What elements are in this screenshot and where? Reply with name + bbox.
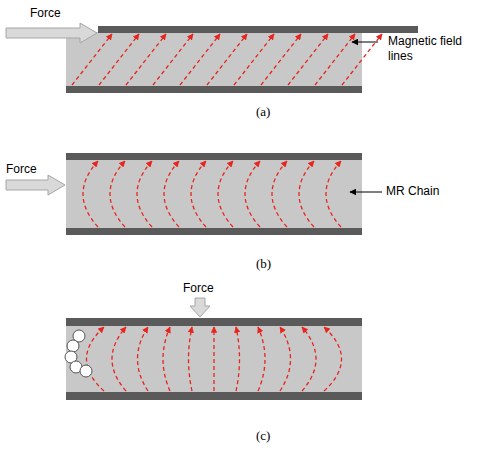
field-line bbox=[213, 327, 214, 391]
label-holder: Magnetic field lines bbox=[388, 34, 466, 64]
field-line bbox=[315, 34, 355, 85]
field-line bbox=[326, 161, 341, 227]
label-holder: (c) bbox=[256, 428, 296, 444]
fixed-plate bbox=[66, 228, 362, 235]
moving-plate bbox=[66, 318, 362, 326]
mr-particles bbox=[65, 330, 92, 377]
field-line bbox=[207, 34, 247, 85]
part-label: MR Chain bbox=[386, 184, 476, 199]
field-lines bbox=[72, 34, 382, 85]
field-line bbox=[110, 161, 125, 227]
label-holder: (b) bbox=[256, 256, 296, 272]
moving-plate bbox=[98, 26, 418, 33]
part-label: Force bbox=[6, 162, 66, 177]
field-line bbox=[137, 161, 152, 227]
part-label: Magnetic field lines bbox=[388, 34, 466, 64]
mr-fluid bbox=[66, 326, 362, 392]
label-holder: (a) bbox=[256, 104, 296, 120]
field-line bbox=[245, 161, 260, 227]
field-line bbox=[180, 34, 220, 85]
label-holder: Force bbox=[30, 6, 90, 21]
label-holder: MR Chain bbox=[386, 184, 476, 199]
fixed-plate bbox=[66, 86, 362, 93]
force-arrow bbox=[6, 175, 65, 195]
field-line bbox=[261, 34, 301, 85]
panel-caption: (a) bbox=[256, 104, 296, 120]
panel-caption: (b) bbox=[256, 256, 296, 272]
panel-caption: (c) bbox=[256, 428, 296, 444]
field-line bbox=[324, 327, 342, 391]
field-line bbox=[112, 327, 126, 391]
fixed-plate bbox=[66, 153, 362, 160]
field-line bbox=[236, 327, 240, 391]
part-label: Force bbox=[183, 281, 243, 296]
mr-fluid bbox=[66, 32, 362, 86]
part-label: Force bbox=[30, 6, 90, 21]
field-line bbox=[272, 161, 287, 227]
field-line bbox=[234, 34, 274, 85]
leader-arrow bbox=[352, 42, 378, 43]
mr-chains bbox=[83, 161, 341, 227]
force-arrow bbox=[6, 23, 97, 43]
field-line bbox=[99, 34, 139, 85]
field-line bbox=[189, 327, 193, 391]
field-line bbox=[191, 161, 206, 227]
field-line bbox=[163, 327, 170, 391]
mr-fluid bbox=[66, 160, 362, 228]
label-holder: Force bbox=[183, 281, 243, 296]
field-line bbox=[126, 34, 166, 85]
field-line bbox=[299, 161, 314, 227]
field-line bbox=[72, 34, 112, 85]
field-line bbox=[280, 327, 291, 391]
force-arrow bbox=[190, 298, 210, 317]
field-line bbox=[83, 161, 98, 227]
label-holder: Force bbox=[6, 162, 66, 177]
field-line bbox=[258, 327, 265, 391]
fixed-plate bbox=[66, 392, 362, 400]
field-line bbox=[87, 327, 105, 391]
field-line bbox=[288, 34, 328, 85]
leader-arrow bbox=[350, 192, 382, 193]
field-line bbox=[153, 34, 193, 85]
field-line bbox=[218, 161, 233, 227]
field-lines bbox=[87, 327, 342, 391]
field-line bbox=[164, 161, 179, 227]
field-line bbox=[342, 34, 382, 85]
field-line bbox=[302, 327, 316, 391]
field-line bbox=[138, 327, 149, 391]
